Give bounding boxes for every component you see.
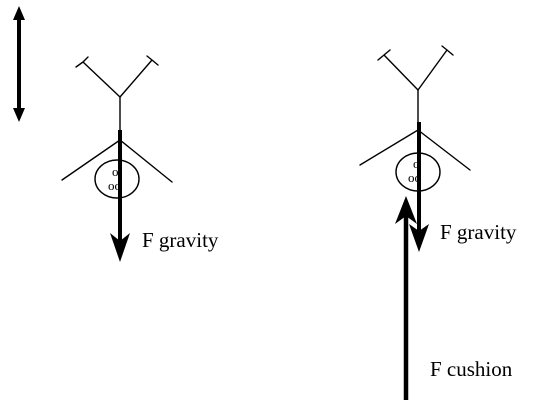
right-gravity-label: F gravity	[440, 220, 517, 244]
svg-text:o: o	[413, 156, 420, 171]
right-gravity-arrow	[409, 122, 429, 252]
double-headed-arrow-icon	[13, 6, 25, 122]
right-cushion-arrow	[395, 196, 417, 400]
left-figure: o oo F gravity	[61, 55, 219, 262]
right-legs	[377, 45, 454, 123]
right-figure: o oo F gravity F cushion	[359, 45, 517, 400]
left-arms	[61, 139, 173, 183]
left-legs	[75, 55, 159, 131]
svg-text:o: o	[112, 164, 119, 179]
svg-text:oo: oo	[108, 178, 121, 193]
right-cushion-label: F cushion	[430, 357, 513, 381]
right-arms	[359, 129, 471, 171]
left-gravity-label: F gravity	[142, 228, 219, 252]
left-head: o oo	[94, 159, 140, 199]
left-gravity-arrow	[110, 130, 130, 262]
